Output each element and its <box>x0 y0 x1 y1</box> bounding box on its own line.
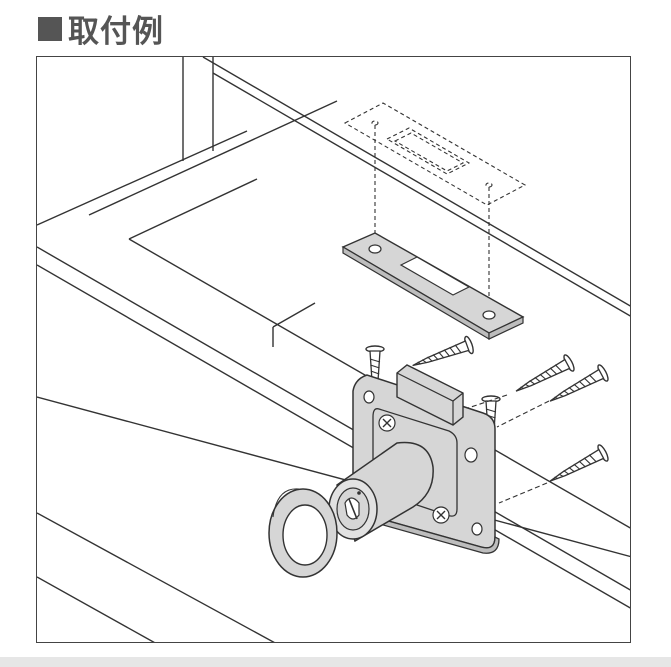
wood-screw-icon <box>545 442 611 490</box>
bottom-band <box>0 657 671 667</box>
strike-plate-outline <box>343 102 527 307</box>
phillips-screw-icon <box>378 414 396 432</box>
escutcheon-ring-icon <box>268 488 338 578</box>
screw-guide-lines <box>452 394 550 504</box>
installation-diagram <box>37 57 630 642</box>
cabinet-lines <box>37 57 630 642</box>
wood-screw-icon <box>408 334 476 375</box>
page-title: 取付例 <box>68 13 164 50</box>
lock-cylinder-icon <box>328 441 434 543</box>
phillips-screw-icon <box>432 506 450 524</box>
filled-square-icon <box>38 17 62 41</box>
strike-plate <box>341 232 525 341</box>
drawer-lock-body <box>328 364 500 554</box>
page-heading: 取付例 <box>38 6 164 50</box>
installation-diagram-frame <box>36 56 631 643</box>
